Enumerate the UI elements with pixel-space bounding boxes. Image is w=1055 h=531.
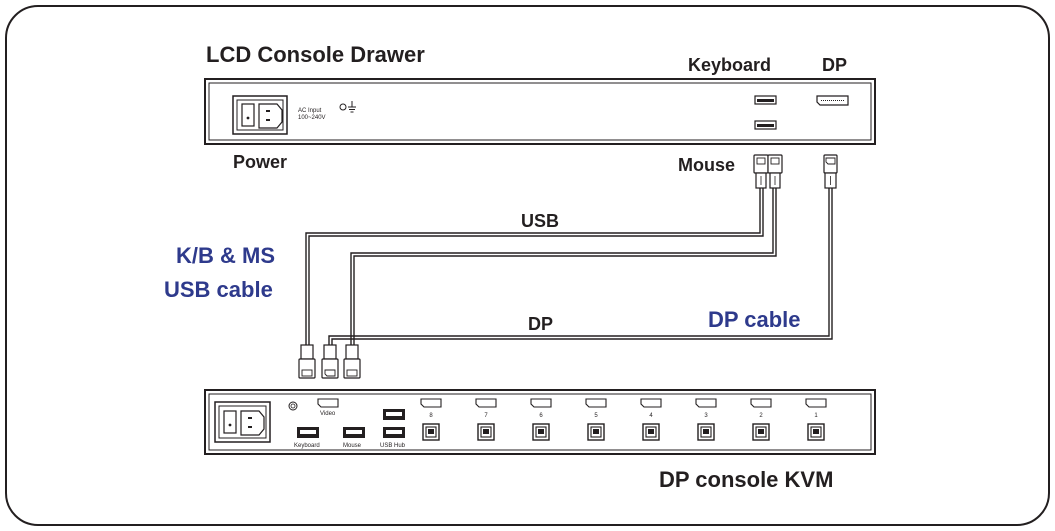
kvm-port-number-3: 3 — [704, 413, 708, 419]
dp-line-label: DP — [528, 314, 554, 334]
kvm-usb-b-port-core-1 — [813, 429, 819, 434]
kvm-usb-b-port-inner-8 — [425, 426, 437, 438]
kvm-port-number-1: 1 — [814, 413, 818, 419]
kvm-usb-b-port-6 — [532, 423, 550, 441]
kb-ms-cable-label-line1: K/B & MS — [176, 243, 275, 268]
lcd-usb-port-keyboard — [754, 95, 777, 105]
kvm-port-number-5: 5 — [594, 413, 598, 419]
kvm-usb-b-port-inner-4 — [645, 426, 657, 438]
kvm-port-number-7: 7 — [484, 413, 488, 419]
kvm-dp-port-3 — [695, 398, 717, 408]
kvm-computer-ports — [420, 398, 827, 441]
kvm-port-number-2: 2 — [759, 413, 763, 419]
cables — [305, 188, 833, 345]
usb-label: USB — [521, 211, 560, 231]
ground-icon — [348, 101, 356, 113]
kvm-usb-b-port-core-4 — [648, 429, 654, 434]
kvm-usb-b-port-inner-1 — [810, 426, 822, 438]
kvm-dp-port-6 — [530, 398, 552, 408]
kvm-dp-port-5 — [585, 398, 607, 408]
kvm-usb-b-port-core-3 — [703, 429, 709, 434]
kvm-power-inlet — [214, 401, 271, 443]
kvm-usb-b-port-inner-5 — [590, 426, 602, 438]
kvm-usb-b-port-5 — [587, 423, 605, 441]
kvm-usb-b-port-inner-6 — [535, 426, 547, 438]
power-label: Power — [233, 152, 288, 172]
mouse-label: Mouse — [678, 155, 736, 175]
kvm-port-number-4: 4 — [649, 413, 653, 419]
kvm-port-number-6: 6 — [539, 413, 543, 419]
kvm-dp-port-4 — [640, 398, 662, 408]
kvm-usb-b-port-core-6 — [538, 429, 544, 434]
kvm-dp-port-2 — [750, 398, 772, 408]
kvm-usb-b-port-1 — [807, 423, 825, 441]
kvm-mouse-label: Mouse — [343, 443, 362, 449]
kb-ms-cable-label-line2: USB cable — [164, 277, 273, 302]
kvm-dp-port-7 — [475, 398, 497, 408]
keyboard-usb-cable — [305, 188, 761, 345]
kvm-dp-port-8 — [420, 398, 442, 408]
dp-port-label: DP — [822, 55, 848, 75]
kvm-usb-b-port-2 — [752, 423, 770, 441]
lcd-dp-port — [816, 95, 849, 106]
mouse-usb-cable — [350, 188, 774, 345]
kvm-usb-b-port-inner-2 — [755, 426, 767, 438]
kvm-cable-connectors — [298, 344, 361, 379]
kvm-video-label: Video — [320, 411, 336, 417]
drawer-cable-connectors — [753, 154, 838, 189]
kvm-usb-b-port-inner-3 — [700, 426, 712, 438]
lcd-console-title: LCD Console Drawer — [206, 42, 425, 67]
lcd-usb-port-mouse — [754, 120, 777, 130]
kvm-usb-hub-label: USB Hub — [380, 443, 406, 449]
kvm-usb-b-port-4 — [642, 423, 660, 441]
lcd-console-panel — [204, 78, 876, 145]
kvm-port-number-8: 8 — [429, 413, 433, 419]
kvm-usb-b-port-3 — [697, 423, 715, 441]
dp-cable — [328, 188, 830, 345]
dp-cable-label: DP cable — [708, 307, 801, 332]
kvm-usb-b-port-7 — [477, 423, 495, 441]
kvm-usb-b-port-core-8 — [428, 429, 434, 434]
kvm-keyboard-label: Keyboard — [294, 443, 320, 449]
kvm-usb-b-port-core-7 — [483, 429, 489, 434]
kvm-usb-b-port-core-5 — [593, 429, 599, 434]
kvm-title: DP console KVM — [659, 467, 834, 492]
kvm-dp-port-1 — [805, 398, 827, 408]
kvm-panel — [204, 389, 876, 455]
lcd-power-inlet — [232, 95, 288, 135]
kvm-usb-b-port-8 — [422, 423, 440, 441]
kvm-usb-b-port-core-2 — [758, 429, 764, 434]
kvm-video-port — [317, 398, 339, 408]
keyboard-label: Keyboard — [688, 55, 772, 75]
kvm-usb-b-port-inner-7 — [480, 426, 492, 438]
ac-input-line1: AC Input — [298, 108, 322, 114]
ac-input-line2: 100~240V — [298, 115, 326, 121]
